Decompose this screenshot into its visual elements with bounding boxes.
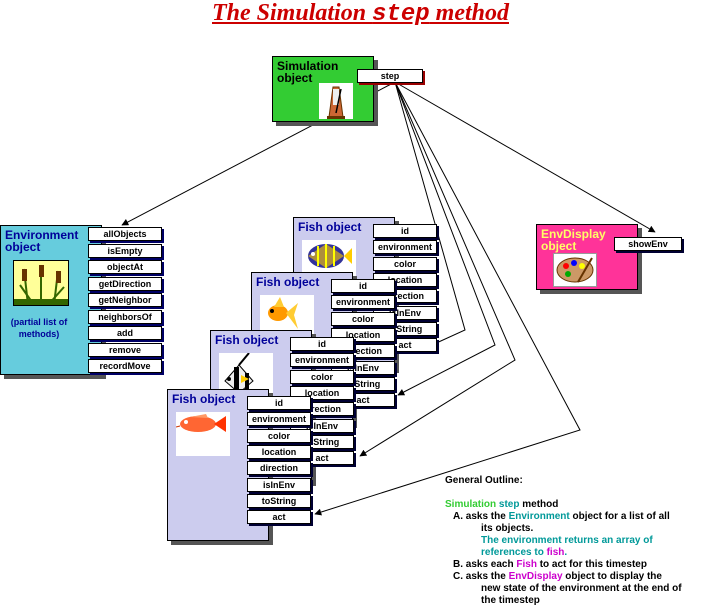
outline-a4: references to fish. bbox=[445, 547, 682, 559]
page-title: The Simulation step method bbox=[0, 0, 721, 28]
outline-line1: Simulation step method bbox=[445, 499, 682, 511]
environment-method-getneighbor[interactable]: getNeighbor bbox=[88, 293, 162, 307]
environment-method-objectat[interactable]: objectAt bbox=[88, 260, 162, 274]
fish-object-title: Fish object bbox=[256, 275, 320, 289]
title-suffix: method bbox=[429, 0, 509, 26]
outline-a4-post: . bbox=[564, 547, 568, 558]
outline-b-fish: Fish bbox=[516, 559, 537, 570]
simulation-step-label: step bbox=[380, 71, 400, 81]
simulation-object-title: Simulation object bbox=[277, 59, 339, 85]
outline-step: step bbox=[498, 499, 520, 510]
environment-method-remove[interactable]: remove bbox=[88, 342, 162, 357]
envdisplay-object-title: EnvDisplay object bbox=[541, 227, 606, 253]
fish-method-location[interactable]: location bbox=[247, 444, 311, 459]
environment-method-recordmove[interactable]: recordMove bbox=[88, 359, 162, 373]
fish-object-title: Fish object bbox=[172, 392, 236, 406]
outline-c3: the timestep bbox=[481, 595, 540, 606]
environment-method-add[interactable]: add bbox=[88, 326, 162, 340]
fish-method-environment[interactable]: environment bbox=[247, 412, 311, 427]
arrow-to-fish4 bbox=[314, 81, 581, 516]
arrow-to-envdisplay bbox=[394, 81, 656, 233]
fish-object-title: Fish object bbox=[215, 333, 279, 347]
fish-method-environment[interactable]: environment bbox=[373, 240, 437, 255]
outline-heading: General Outline: bbox=[445, 475, 523, 486]
envdisplay-showenv-method[interactable]: showEnv bbox=[614, 237, 682, 251]
outline-a4-pre: references to bbox=[481, 547, 547, 558]
fish-method-act[interactable]: act bbox=[247, 510, 311, 525]
fish-method-environment[interactable]: environment bbox=[331, 295, 395, 310]
palette-icon bbox=[553, 253, 597, 287]
arrow-to-fish2 bbox=[394, 81, 496, 396]
environment-object: Environment object (partial list of meth… bbox=[0, 225, 102, 375]
metronome-icon bbox=[319, 83, 353, 119]
outline-a3: The environment returns an array of bbox=[481, 535, 653, 546]
outline-a4-fish: fish bbox=[546, 547, 565, 558]
environment-method-getdirection[interactable]: getDirection bbox=[88, 276, 162, 291]
fish-method-direction[interactable]: direction bbox=[247, 461, 311, 476]
fish-method-id[interactable]: id bbox=[290, 337, 354, 351]
fish-object-title: Fish object bbox=[298, 220, 362, 234]
fish-method-color[interactable]: color bbox=[290, 369, 354, 384]
outline-sim: Simulation bbox=[445, 499, 497, 510]
fish-method-environment[interactable]: environment bbox=[290, 353, 354, 368]
fish-method-id[interactable]: id bbox=[373, 224, 437, 238]
outline-b-post: to act for this timestep bbox=[536, 559, 647, 570]
outline-c: C. asks the EnvDisplay object to display… bbox=[445, 571, 682, 583]
fish-method-color[interactable]: color bbox=[373, 256, 437, 271]
outline-a-pre: A. asks the bbox=[453, 511, 509, 522]
fish-method-id[interactable]: id bbox=[247, 396, 311, 410]
title-prefix: The Simulation bbox=[212, 0, 373, 26]
environment-method-neighborsof[interactable]: neighborsOf bbox=[88, 309, 162, 324]
simulation-step-method[interactable]: step bbox=[357, 69, 423, 83]
outline-b-pre: B. asks each bbox=[453, 559, 517, 570]
outline-c-post: object to display the bbox=[562, 571, 662, 582]
fish-method-tostring[interactable]: toString bbox=[247, 493, 311, 508]
simulation-object: Simulation object bbox=[272, 56, 374, 122]
environment-object-title: Environment object bbox=[5, 228, 79, 254]
title-step-word: step bbox=[372, 1, 430, 28]
fish-method-id[interactable]: id bbox=[331, 279, 395, 293]
arrow-to-fish1 bbox=[394, 81, 466, 346]
outline-a-post: object for a list of all bbox=[569, 511, 670, 522]
general-outline: General Outline: Simulation step method … bbox=[445, 475, 682, 607]
outline-method: method bbox=[519, 499, 559, 510]
environment-method-allobjects[interactable]: allObjects bbox=[88, 227, 162, 241]
arrow-to-fish3 bbox=[359, 81, 516, 457]
envdisplay-object: EnvDisplay object bbox=[536, 224, 638, 290]
fish-method-color[interactable]: color bbox=[247, 428, 311, 443]
outline-c-envd: EnvDisplay bbox=[508, 571, 563, 582]
outline-a-env: Environment bbox=[508, 511, 570, 522]
outline-c2: new state of the environment at the end … bbox=[481, 583, 682, 594]
red-fish-icon bbox=[176, 412, 230, 456]
environment-note: (partial list of methods) bbox=[10, 317, 68, 339]
outline-b: B. asks each Fish to act for this timest… bbox=[445, 559, 682, 571]
fish-method-isinenv[interactable]: isInEnv bbox=[247, 477, 311, 492]
outline-c-pre: C. asks the bbox=[453, 571, 509, 582]
fish-method-color[interactable]: color bbox=[331, 311, 395, 326]
environment-method-isempty[interactable]: isEmpty bbox=[88, 243, 162, 258]
envdisplay-showenv-label: showEnv bbox=[628, 239, 668, 249]
outline-a2: its objects. bbox=[481, 523, 534, 534]
outline-a: A. asks the Environment object for a lis… bbox=[445, 511, 682, 523]
cattails-icon bbox=[13, 260, 69, 306]
